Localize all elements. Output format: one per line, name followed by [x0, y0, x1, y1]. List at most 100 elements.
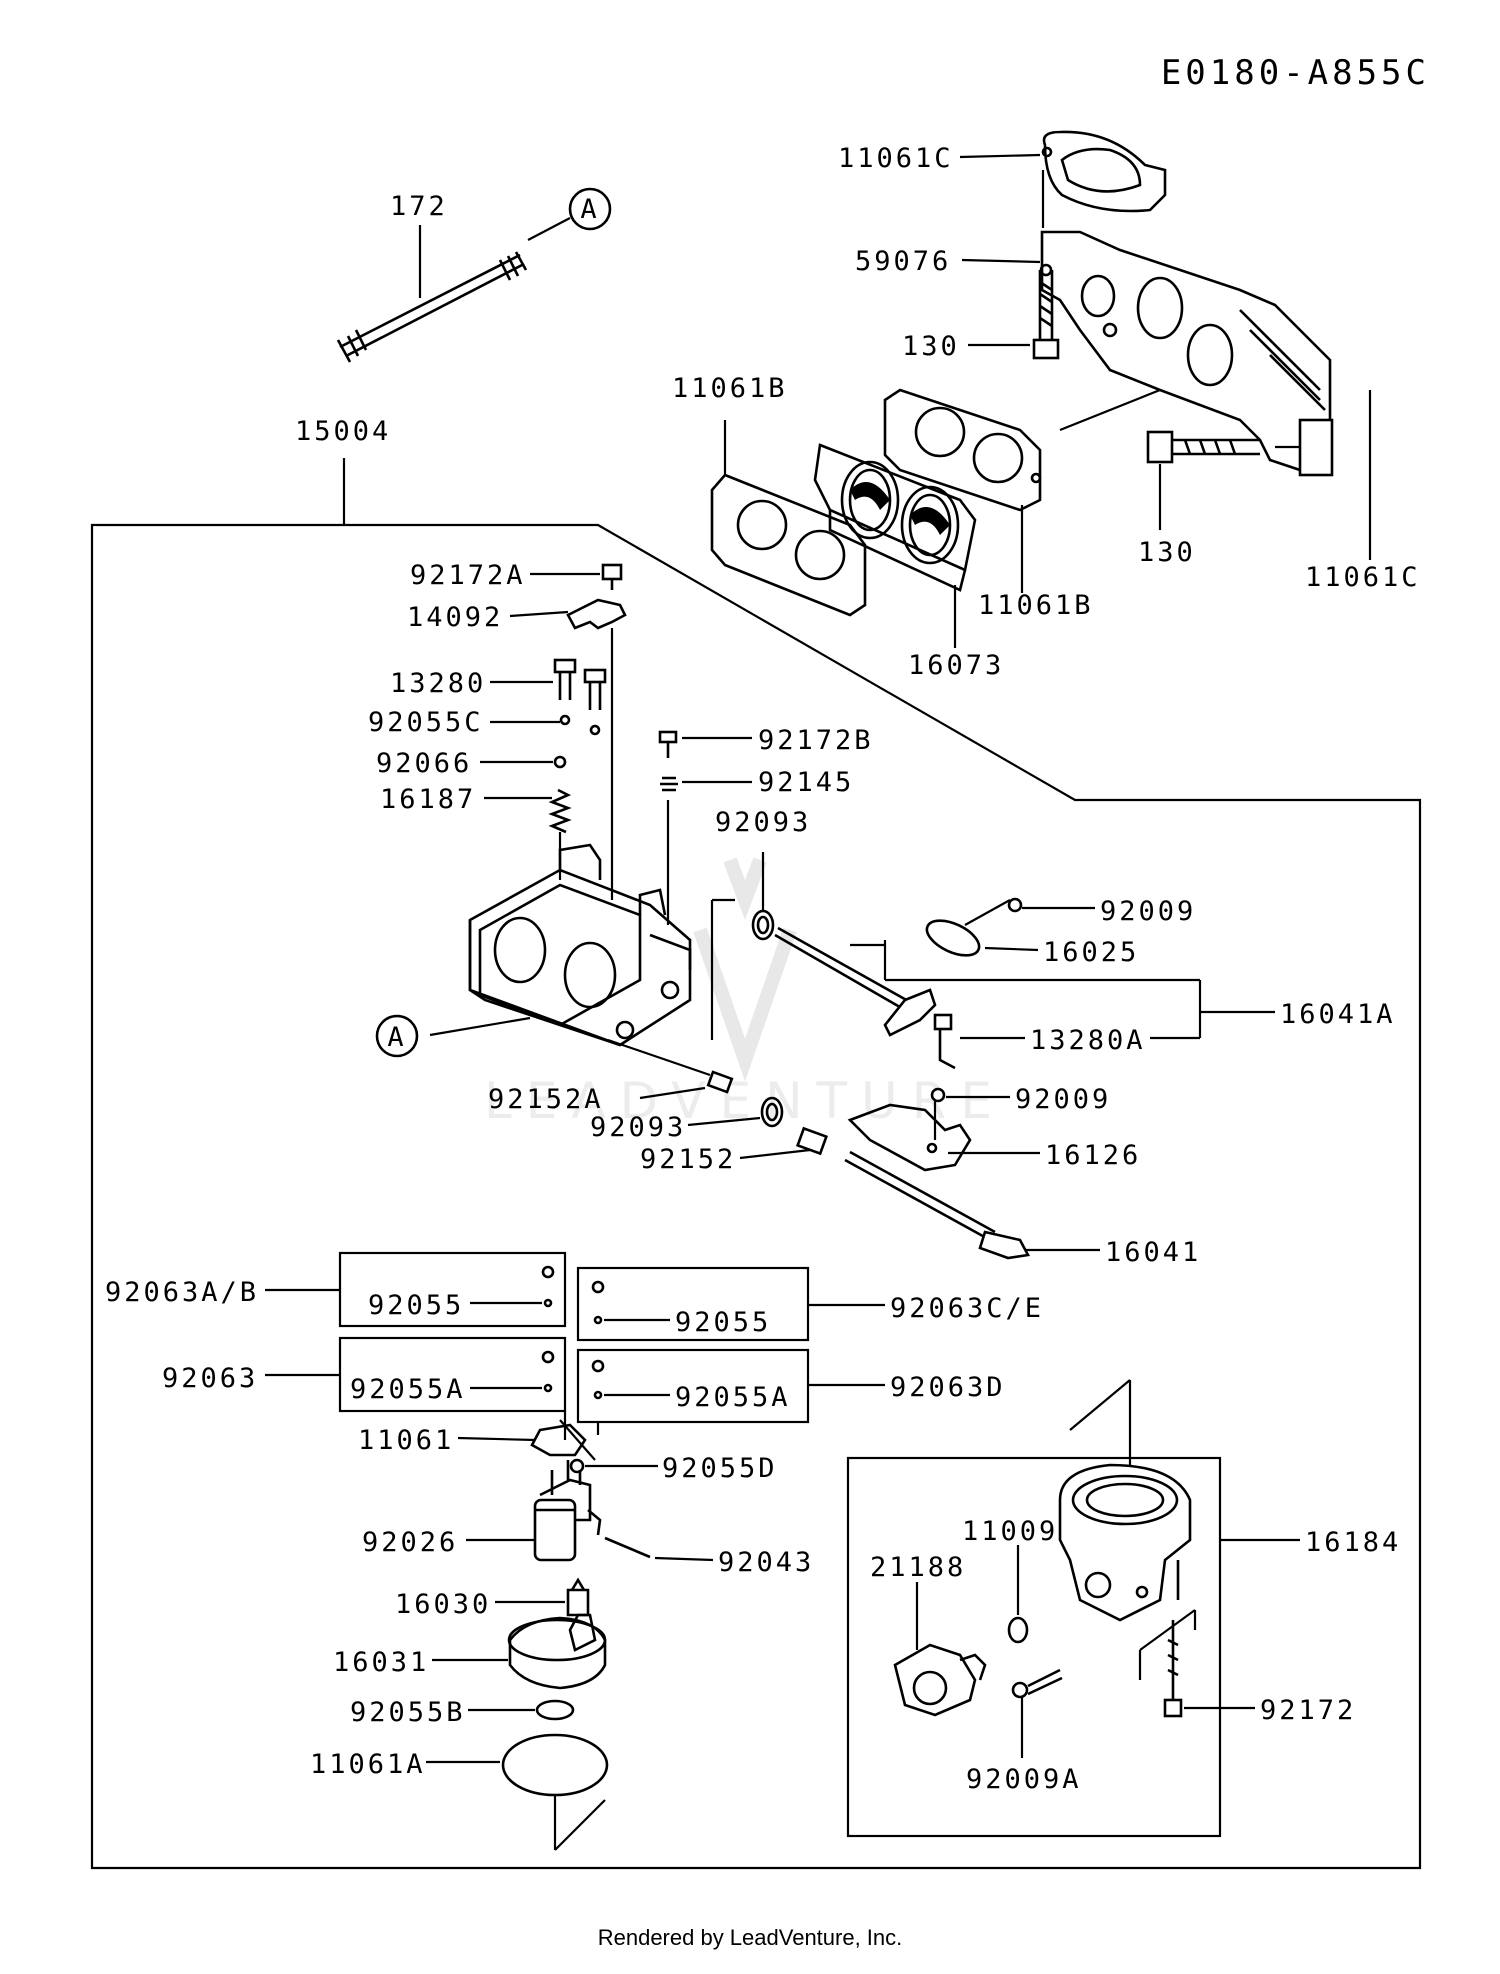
part-11061B-gasket-b [710, 420, 867, 617]
part-92172-screw [1163, 1620, 1255, 1718]
part-16041-choke-shaft [844, 1150, 1100, 1260]
label-92055C: 92055C [368, 707, 484, 738]
label-92055D: 92055D [662, 1453, 778, 1484]
box-92063D [563, 1348, 885, 1440]
part-130-bolt-b [1146, 430, 1300, 530]
label-92055-b: 92055 [675, 1307, 771, 1338]
label-92043: 92043 [718, 1547, 814, 1578]
part-21188-solenoid [893, 1582, 987, 1717]
label-11061C-right: 11061C [1305, 562, 1421, 593]
label-16041: 16041 [1105, 1237, 1201, 1268]
label-15004: 15004 [295, 416, 391, 447]
label-92172A: 92172A [410, 560, 526, 591]
box-92063 [265, 1336, 567, 1413]
part-59076-manifold [961, 230, 1372, 560]
part-16184-housing [1058, 1463, 1192, 1622]
part-11061C-gasket-top [959, 130, 1167, 228]
part-92055C-oring [490, 714, 601, 736]
part-92152A-bushing [639, 1070, 734, 1100]
part-14092-plate [509, 598, 627, 630]
part-92066-ring [480, 755, 567, 769]
part-92145-spring [660, 776, 752, 925]
label-92055A-b: 92055A [675, 1382, 791, 1413]
part-92009A-screw [1011, 1668, 1063, 1758]
label-16031: 16031 [333, 1647, 429, 1678]
label-92063AB: 92063A/B [105, 1277, 259, 1308]
label-16187: 16187 [380, 784, 476, 815]
label-11009: 11009 [962, 1516, 1058, 1547]
label-11061: 11061 [358, 1425, 454, 1456]
part-92026-float [466, 1460, 602, 1562]
part-16126-plate [847, 1100, 1040, 1172]
label-11061A: 11061A [310, 1749, 426, 1780]
label-16030: 16030 [395, 1589, 491, 1620]
callout-A-label-top: A [580, 194, 599, 225]
label-11061B-b: 11061B [978, 590, 1094, 621]
part-92009-screw-a [1007, 897, 1095, 913]
box-92063CE [576, 1266, 885, 1342]
part-11061-gasket [457, 1419, 596, 1461]
part-16031-bowl [432, 1613, 607, 1690]
label-16041A: 16041A [1280, 999, 1396, 1030]
label-92055B: 92055B [350, 1697, 466, 1728]
part-92043-pin [604, 1536, 714, 1562]
part-92093-seal-a [751, 852, 775, 941]
label-92009A: 92009A [966, 1764, 1082, 1795]
callout-A-label-carb: A [387, 1022, 406, 1053]
label-92152A: 92152A [488, 1084, 604, 1115]
label-16025: 16025 [1043, 937, 1139, 968]
box-92063AB [265, 1251, 567, 1328]
label-92055-a: 92055 [368, 1290, 464, 1321]
label-92026: 92026 [362, 1527, 458, 1558]
label-59076: 59076 [855, 246, 951, 277]
part-92152-bushing [739, 1126, 829, 1160]
label-130-b: 130 [1138, 537, 1196, 568]
label-92066: 92066 [376, 748, 472, 779]
label-92152: 92152 [640, 1144, 736, 1175]
part-16041A-throttle-shaft [774, 926, 1275, 1040]
part-92172A-screw [530, 563, 623, 590]
part-92009-screw-b [930, 1087, 1010, 1103]
label-21188: 21188 [870, 1552, 966, 1583]
part-16030-needle [495, 1577, 590, 1617]
callout-A-carb [375, 1014, 419, 1058]
footer-credit: Rendered by LeadVenture, Inc. [598, 1925, 903, 1950]
part-16025-throttle-plate [925, 899, 1039, 957]
label-92055A-a: 92055A [350, 1374, 466, 1405]
part-11061A-gasket [426, 1733, 609, 1851]
part-13280A-jet [933, 1013, 1025, 1070]
label-92093-a: 92093 [715, 807, 811, 838]
label-92172B: 92172B [758, 725, 874, 756]
assembly-outline-15004 [90, 458, 1422, 1870]
part-92172B-screw [658, 730, 752, 758]
label-92063CE: 92063C/E [890, 1293, 1044, 1324]
part-16187-spring [484, 788, 572, 880]
label-92009-b: 92009 [1015, 1084, 1111, 1115]
label-92009-a: 92009 [1100, 896, 1196, 927]
watermark-logo [693, 857, 797, 1082]
label-92093-b: 92093 [590, 1112, 686, 1143]
label-92172: 92172 [1260, 1695, 1356, 1726]
part-11009-oring [1007, 1545, 1029, 1644]
part-130-bolt-a [968, 270, 1060, 360]
label-92063: 92063 [162, 1363, 258, 1394]
label-11061B-a: 11061B [672, 373, 788, 404]
part-172-stud [336, 187, 612, 363]
label-92063D: 92063D [890, 1372, 1006, 1403]
part-92093-seal-b [687, 1096, 784, 1128]
part-11061B-gasket-a [883, 388, 1042, 593]
part-13280-jets [490, 628, 614, 900]
label-13280A: 13280A [1030, 1025, 1146, 1056]
label-13280: 13280 [390, 668, 486, 699]
part-92055B-oring [468, 1699, 575, 1721]
label-130-a: 130 [902, 331, 960, 362]
diagram-code: E0180-A855C [1161, 53, 1430, 93]
label-16073: 16073 [908, 650, 1004, 681]
part-92055D-oring [569, 1458, 658, 1474]
label-14092: 14092 [407, 602, 503, 633]
label-92145: 92145 [758, 767, 854, 798]
label-16126: 16126 [1045, 1140, 1141, 1171]
label-16184: 16184 [1305, 1527, 1401, 1558]
label-11061C-top: 11061C [838, 143, 954, 174]
